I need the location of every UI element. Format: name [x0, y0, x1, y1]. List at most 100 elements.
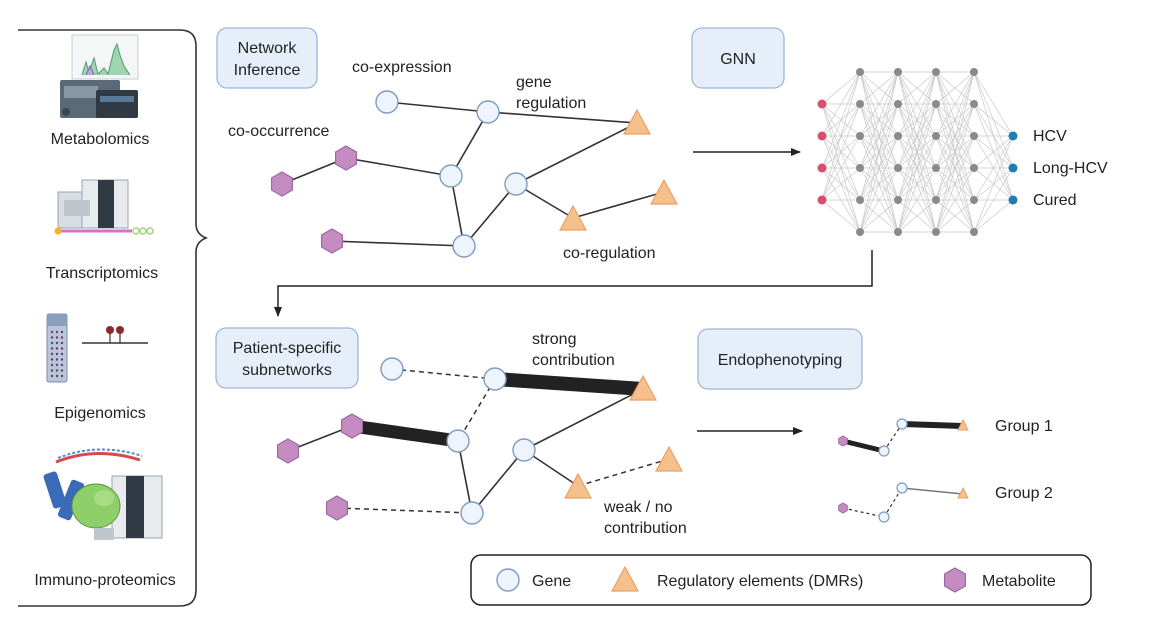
- metabolite-node: [341, 413, 363, 439]
- tube-dot: [55, 374, 59, 378]
- gene-node: [460, 501, 484, 525]
- subnetworks-line2: subnetworks: [242, 362, 332, 379]
- metabolite-node: [271, 171, 293, 197]
- nn-edge: [821, 71, 861, 169]
- output-hcv: HCV: [1033, 128, 1067, 145]
- tube-dot: [55, 358, 59, 361]
- nn-edge: [897, 167, 937, 233]
- regulatory-node: [622, 108, 652, 135]
- gnn-label: GNN: [720, 51, 756, 68]
- nn-node: [970, 228, 978, 236]
- tube-dot: [50, 358, 54, 361]
- tube-dot: [50, 369, 54, 372]
- nn-edge: [897, 71, 937, 201]
- gene-node: [446, 429, 470, 453]
- tube-dot: [50, 341, 54, 345]
- nn-edge: [973, 135, 1014, 169]
- group1-pattern: [838, 418, 969, 457]
- endophenotyping-section: Endophenotyping Group 1 Group 2: [697, 328, 1053, 523]
- nn-edge: [935, 167, 975, 233]
- nn-edge: [897, 103, 937, 233]
- gnn-section: GNN HCV Long-HCV Cured: [691, 27, 1108, 236]
- label-co-expression: co-expression: [352, 59, 452, 76]
- nn-node: [817, 99, 827, 109]
- nn-edge: [973, 135, 1014, 201]
- label-co-occurrence: co-occurrence: [228, 123, 329, 140]
- label-strong-2: contribution: [532, 352, 615, 369]
- neural-network: [817, 68, 1018, 236]
- nn-edge: [859, 71, 899, 233]
- network-inference-box: [216, 27, 318, 89]
- endophenotyping-box: [697, 328, 863, 390]
- nn-edge: [973, 135, 1014, 233]
- nn-edge: [973, 103, 1014, 137]
- metabolite-node: [326, 495, 348, 521]
- nn-edge: [897, 135, 937, 233]
- subnetwork-edges: [287, 368, 670, 514]
- arrow-to-subnetworks: [274, 250, 873, 317]
- tube-dot: [50, 330, 54, 334]
- nn-edge: [821, 135, 861, 201]
- nn-edge: [973, 71, 1014, 137]
- label-co-regulation: co-regulation: [563, 245, 656, 262]
- label-gene-regulation-2: regulation: [516, 95, 586, 112]
- transcriptomics-icon: [54, 179, 154, 235]
- tube-dot: [55, 341, 59, 345]
- nn-node: [932, 196, 940, 204]
- tube-dot: [50, 347, 54, 350]
- nn-edge: [897, 71, 937, 169]
- regulatory-node: [563, 472, 593, 499]
- group2-pattern: [838, 482, 969, 523]
- nn-node: [894, 164, 902, 172]
- gnn-box: [691, 27, 785, 89]
- nn-edge: [935, 71, 975, 105]
- nn-node: [894, 196, 902, 204]
- gene-node: [512, 438, 536, 462]
- output-cured: Cured: [1033, 192, 1077, 209]
- tube-dot: [55, 352, 59, 356]
- nn-node: [817, 131, 827, 141]
- nn-edge: [859, 71, 899, 169]
- nn-node: [856, 100, 864, 108]
- subnetworks-box: [215, 327, 359, 389]
- regulatory-node: [649, 178, 679, 205]
- nn-node: [894, 68, 902, 76]
- network-edges: [281, 101, 665, 247]
- label-epigenomics: Epigenomics: [54, 405, 146, 422]
- nn-edge: [859, 167, 899, 233]
- tube-dot: [55, 369, 59, 372]
- nn-node: [817, 195, 827, 205]
- nn-edge: [859, 135, 899, 233]
- nn-node: [970, 196, 978, 204]
- nn-edge: [935, 199, 975, 233]
- tube-dot: [60, 363, 64, 367]
- nn-node: [1008, 131, 1018, 141]
- subnetworks-section: Patient-specific subnetworks strong cont…: [215, 327, 687, 537]
- nn-edge: [897, 71, 937, 137]
- tube-dot: [60, 347, 64, 350]
- metabolomics-icon: [60, 34, 139, 118]
- nn-edge: [821, 71, 861, 137]
- legend-regulatory-icon: [610, 565, 640, 592]
- nn-edge: [859, 71, 899, 137]
- nn-edge: [973, 199, 1014, 233]
- tube-dot: [60, 336, 64, 339]
- tube-dot: [50, 336, 54, 339]
- gene-node: [476, 100, 500, 124]
- nn-edge: [897, 71, 937, 233]
- legend-box: [470, 554, 1092, 606]
- nn-node: [932, 100, 940, 108]
- label-immunoproteomics: Immuno-proteomics: [34, 572, 175, 589]
- legend-metabolite: Metabolite: [982, 573, 1056, 590]
- legend-regulatory: Regulatory elements (DMRs): [657, 573, 863, 590]
- legend: Gene Regulatory elements (DMRs) Metaboli…: [470, 554, 1092, 606]
- tube-dot: [60, 374, 64, 378]
- nn-node: [856, 68, 864, 76]
- nn-edge: [935, 71, 975, 137]
- nn-edge: [935, 71, 975, 233]
- tube-dot: [60, 352, 64, 356]
- legend-gene: Gene: [532, 573, 571, 590]
- regulatory-node: [558, 204, 588, 231]
- gene-node: [504, 172, 528, 196]
- nn-node: [970, 164, 978, 172]
